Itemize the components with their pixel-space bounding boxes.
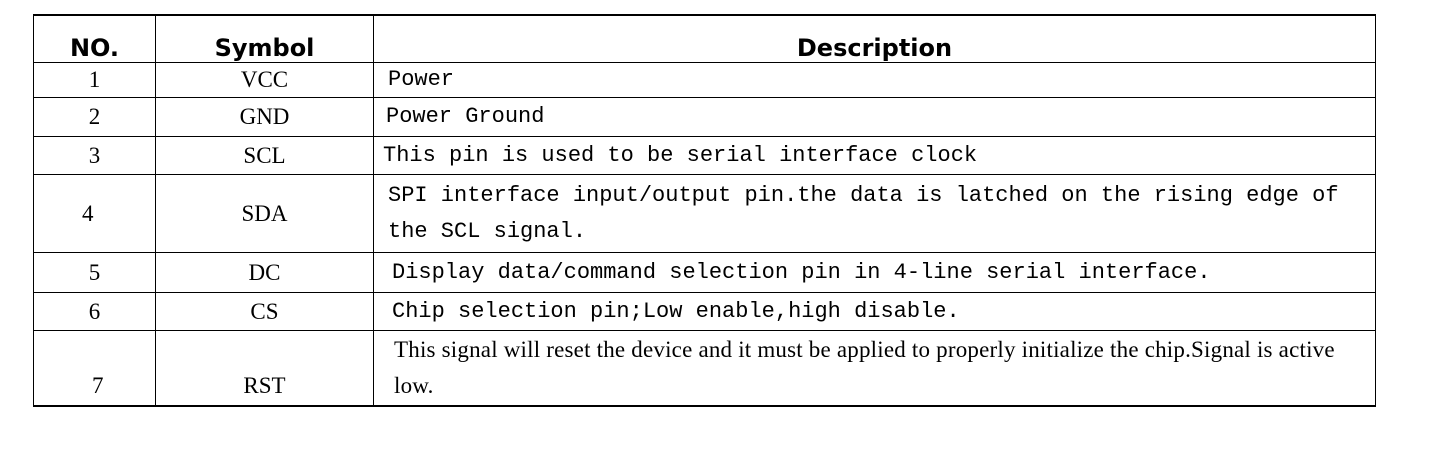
table-header-row: NO. Symbol Description xyxy=(33,14,1376,63)
table-row: 1 VCC Power xyxy=(33,62,1376,98)
pin-description: SPI interface input/output pin.the data … xyxy=(373,174,1376,253)
pin-description: Display data/command selection pin in 4-… xyxy=(373,252,1376,293)
pin-number: 5 xyxy=(33,252,156,293)
table-row: 3 SCL This pin is used to be serial inte… xyxy=(33,136,1376,175)
pin-number: 3 xyxy=(33,136,156,175)
pin-symbol: RST xyxy=(155,330,374,407)
pin-description: Power xyxy=(373,62,1376,98)
header-symbol: Symbol xyxy=(155,14,374,63)
table-row: 6 CS Chip selection pin;Low enable,high … xyxy=(33,292,1376,331)
pin-symbol: SDA xyxy=(155,174,374,253)
table-row: 2 GND Power Ground xyxy=(33,97,1376,137)
table-row: 5 DC Display data/command selection pin … xyxy=(33,252,1376,293)
pin-symbol: SCL xyxy=(155,136,374,175)
pin-symbol: GND xyxy=(155,97,374,137)
table-row: 7 RST This signal will reset the device … xyxy=(33,330,1376,407)
pin-number: 2 xyxy=(33,97,156,137)
header-no: NO. xyxy=(33,14,156,63)
pin-number: 7 xyxy=(33,330,156,407)
pin-symbol: CS xyxy=(155,292,374,331)
pin-description: Power Ground xyxy=(373,97,1376,137)
pin-number: 1 xyxy=(33,62,156,98)
pin-symbol: VCC xyxy=(155,62,374,98)
pin-description: This pin is used to be serial interface … xyxy=(373,136,1376,175)
pin-description: This signal will reset the device and it… xyxy=(373,330,1376,407)
pin-description-table: NO. Symbol Description 1 VCC Power 2 GND… xyxy=(33,14,1376,407)
pin-number: 6 xyxy=(33,292,156,331)
table-row: 4 SDA SPI interface input/output pin.the… xyxy=(33,174,1376,253)
pin-description: Chip selection pin;Low enable,high disab… xyxy=(373,292,1376,331)
pin-number: 4 xyxy=(33,174,156,253)
header-description: Description xyxy=(373,14,1376,63)
pin-symbol: DC xyxy=(155,252,374,293)
